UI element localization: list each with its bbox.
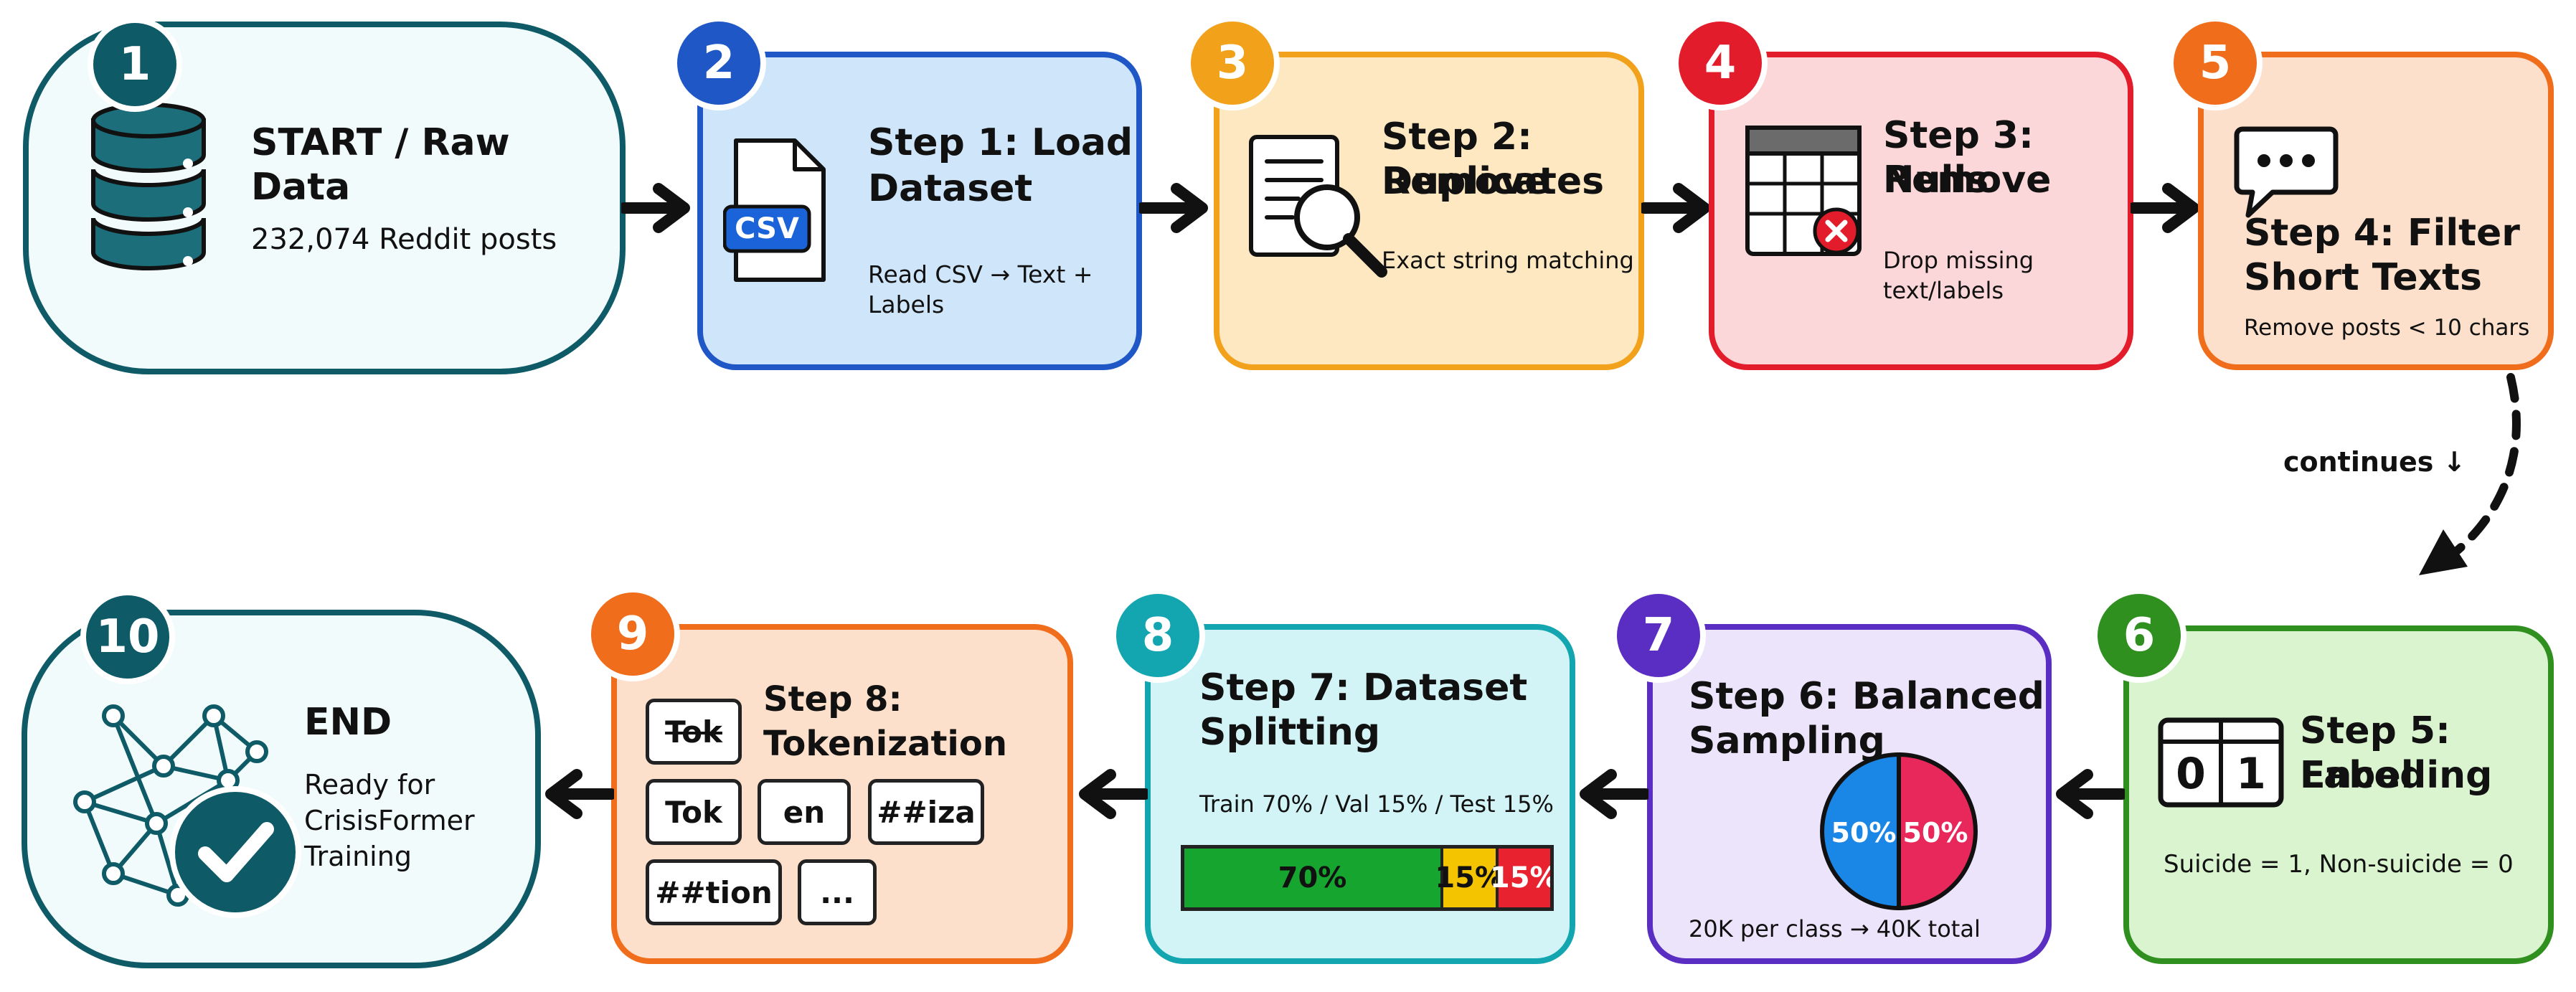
step-badge: 2 xyxy=(677,22,760,105)
node-title: START / Raw Data xyxy=(251,121,510,209)
balanced-sampling-node: Step 6: Balanced Sampling 50% 50% 20K pe… xyxy=(1647,624,2052,964)
node-title: Step 8: Tokenization xyxy=(763,679,1008,764)
arrow-left-icon xyxy=(2056,769,2125,819)
start-raw-data-node: START / Raw Data 232,074 Reddit posts xyxy=(23,22,626,374)
step-badge: 3 xyxy=(1191,22,1274,105)
node-title-line-1: Step 5: Label xyxy=(2300,709,2450,797)
token-chip: en xyxy=(758,779,851,845)
neural-network-check-icon xyxy=(73,704,301,918)
table-error-icon xyxy=(1745,126,1862,256)
token-chip: ##iza xyxy=(868,779,984,845)
end-node: END Ready for CrisisFormer Training xyxy=(22,610,541,968)
node-title-line-2: Encoding xyxy=(2300,754,2493,797)
step-badge: 5 xyxy=(2174,22,2257,105)
node-title-line-2: Dataset xyxy=(868,167,1033,210)
node-title-line-2: Nulls xyxy=(1883,159,1989,202)
node-subtitle: Read CSV → Text + Labels xyxy=(868,260,1093,318)
binary-counter-icon xyxy=(2158,717,2284,808)
step-badge: 1 xyxy=(93,23,176,106)
node-title-line-1: Step 1: Load xyxy=(868,121,1133,164)
split-segment: 70% xyxy=(1184,849,1440,907)
node-title-line-1: Step 6: Balanced xyxy=(1689,675,2044,718)
digit-one: 1 xyxy=(2236,749,2266,799)
node-title-line-1: Step 7: Dataset xyxy=(1199,666,1528,709)
node-title-line-2: Duplicates xyxy=(1382,160,1605,203)
node-subtitle-line-2: CrisisFormer xyxy=(304,805,475,836)
label-encoding-node: 0 1 Step 5: Label Encoding Suicide = 1, … xyxy=(2123,625,2554,964)
document-search-icon xyxy=(1249,135,1387,278)
dataset-splitting-node: Step 7: Dataset Splitting Train 70% / Va… xyxy=(1145,624,1575,964)
step-badge: 7 xyxy=(1617,594,1700,677)
csv-label: CSV xyxy=(735,212,799,245)
arrow-right-icon xyxy=(1139,183,1208,233)
node-title-line-2: Sampling xyxy=(1689,719,1885,762)
step-badge: 6 xyxy=(2098,594,2181,677)
node-subtitle-line-1: Ready for xyxy=(304,769,435,800)
split-segment: 15% xyxy=(1490,849,1550,907)
node-subtitle: 232,074 Reddit posts xyxy=(251,223,557,256)
arrow-right-icon xyxy=(2131,183,2199,233)
token-chip: ##tion xyxy=(646,859,782,925)
continues-label: continues ↓ xyxy=(2283,446,2466,478)
pie-right-label: 50% xyxy=(1902,817,1968,849)
node-title-line-1: Step 3: Remove xyxy=(1883,114,2052,202)
node-subtitle: Remove posts < 10 chars xyxy=(2244,315,2530,341)
tokenization-node: Step 8: Tokenization Tok Tok en ##iza ##… xyxy=(611,624,1073,964)
dashed-curve-arrow xyxy=(2419,373,2521,575)
remove-nulls-node: Step 3: Remove Nulls Drop missing text/l… xyxy=(1709,52,2133,370)
filter-short-texts-node: Step 4: Filter Short Texts Remove posts … xyxy=(2198,52,2554,370)
arrow-left-icon xyxy=(545,769,614,819)
digit-zero: 0 xyxy=(2176,749,2206,799)
node-title-line-2: Short Texts xyxy=(2244,256,2482,299)
split-segment: 15% xyxy=(1435,849,1504,907)
node-subtitle: Exact string matching xyxy=(1382,247,1634,274)
split-bar: 70%15%15% xyxy=(1181,845,1554,911)
node-title-line-1: Step 4: Filter xyxy=(2244,212,2520,255)
database-icon xyxy=(91,103,206,270)
csv-file-icon xyxy=(723,138,826,282)
node-title-line-1: Step 2: Remove xyxy=(1382,115,1550,203)
node-subtitle: Drop missing text/labels xyxy=(1883,247,2034,304)
arrow-left-icon xyxy=(1580,769,1648,819)
token-chip: Tok xyxy=(646,699,742,765)
node-title: END xyxy=(304,701,392,744)
node-subtitle: Suicide = 1, Non-suicide = 0 xyxy=(2164,850,2514,879)
node-title-line-2: Splitting xyxy=(1199,711,1381,754)
load-dataset-node: CSV Step 1: Load Dataset Read CSV → Text… xyxy=(697,52,1142,370)
node-subtitle: Train 70% / Val 15% / Test 15% xyxy=(1199,790,1554,818)
token-chip: Tok xyxy=(646,779,742,845)
step-badge: 4 xyxy=(1679,22,1762,105)
arrow-right-icon xyxy=(621,183,690,233)
node-subtitle: 20K per class → 40K total xyxy=(1689,915,1981,943)
step-badge: 10 xyxy=(86,595,169,679)
pie-left-label: 50% xyxy=(1831,817,1897,849)
arrow-left-icon xyxy=(1079,769,1148,819)
chat-bubble-icon xyxy=(2234,126,2339,218)
arrow-right-icon xyxy=(1641,183,1710,233)
token-chip: ... xyxy=(798,859,877,925)
node-subtitle-line-3: Training xyxy=(304,841,412,872)
step-badge: 9 xyxy=(591,592,674,676)
remove-duplicates-node: Step 2: Remove Duplicates Exact string m… xyxy=(1214,52,1644,370)
step-badge: 8 xyxy=(1116,594,1199,677)
pie-chart-icon xyxy=(1820,752,1978,911)
